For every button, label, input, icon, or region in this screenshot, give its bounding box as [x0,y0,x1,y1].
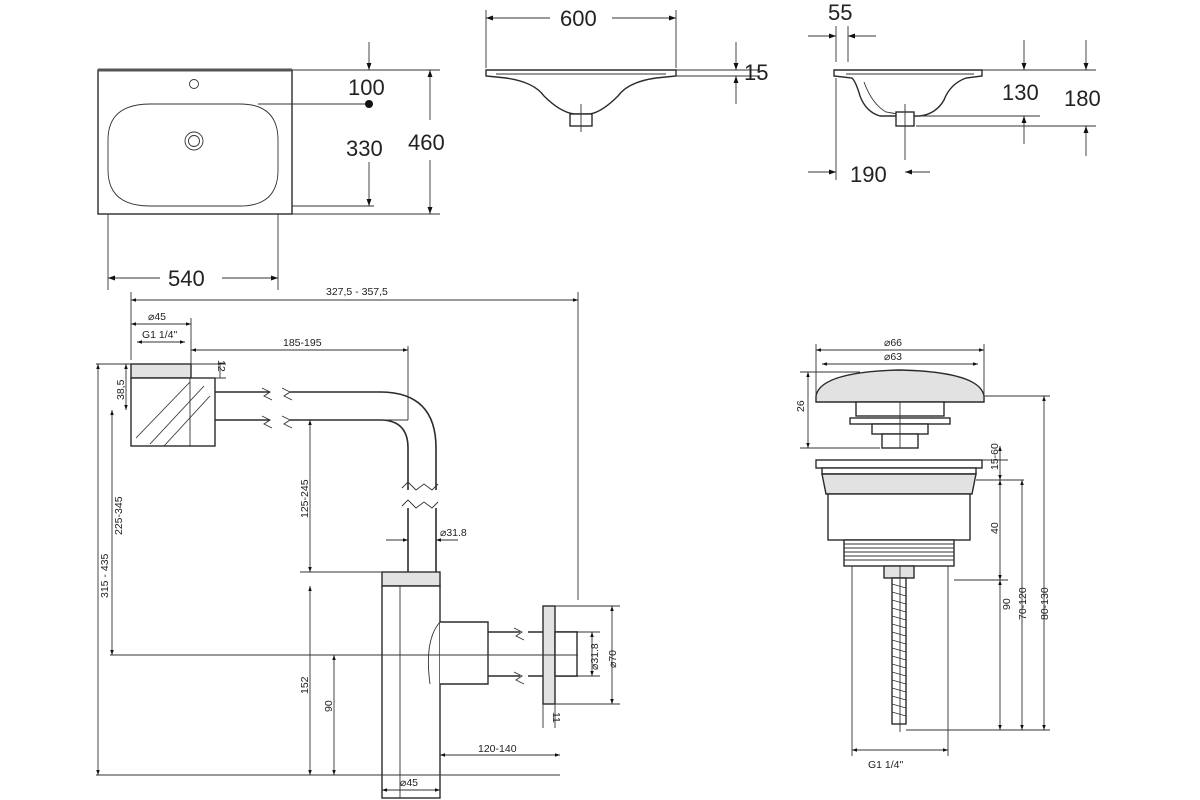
dim-height-b: 315 - 435 [99,553,111,598]
dim-drain-offset: 190 [850,162,887,187]
basin-side-profile [833,69,983,117]
dim-total-width: 327,5 - 357,5 [326,286,388,298]
valve-rod [891,577,907,725]
dim-body-dia: ⌀45 [400,777,418,789]
dim-valve-thread: G1 1/4" [868,759,904,771]
dim-trap-height: 152 [299,676,311,694]
dim-outlet-pipe-dia: ⌀31.8 [589,643,601,670]
dim-total-height: 180 [1064,86,1101,111]
dim-flange-range: 15-60 [989,443,1001,470]
dim-bowl-depth: 330 [346,136,383,161]
dim-range-b: 80-130 [1039,587,1051,620]
dim-flange-thickness: 11 [550,712,562,723]
dim-body-height: 90 [1001,598,1013,610]
basin-top-view: 100 330 460 540 [97,42,445,291]
dim-height-a: 225-345 [113,496,125,535]
dim-outlet-height: 90 [323,700,335,712]
dim-flange-dia: ⌀70 [607,650,619,668]
drain-hole [184,131,204,151]
dim-bowl-height: 130 [1002,80,1039,105]
dim-tap-offset: 100 [348,75,385,100]
tap-hole [189,79,199,89]
dim-width: 540 [168,266,205,291]
dim-cap-inner: ⌀63 [884,351,902,363]
siphon-drawing: 327,5 - 357,5 ⌀45 G1 1/4" 185-195 12 38,… [96,286,620,799]
basin-outline [97,69,293,215]
valve-body [827,493,971,541]
trap-body [381,585,441,799]
dim-length: 600 [560,6,597,31]
dim-inlet-dia: ⌀45 [148,311,166,323]
dim-pipe-dia: ⌀31.8 [440,527,467,539]
dim-range-a: 70-120 [1017,587,1029,620]
basin-side-view: 55 130 180 190 [808,0,1101,187]
dim-outlet-length: 120-140 [478,743,517,755]
valve-cap [815,369,985,403]
dim-thread-length: 40 [989,522,1001,534]
basin-front-view: 600 15 [485,6,768,132]
dim-rim: 15 [744,60,768,85]
siphon-cap [130,363,192,379]
trap-nut [381,571,441,587]
dim-vertical: 125-245 [299,479,311,518]
valve-drawing: ⌀66 ⌀63 26 15-60 40 90 70-120 80-130 G1 … [795,337,1051,771]
dim-rim-offset: 55 [828,0,852,25]
dim-cap-outer: ⌀66 [884,337,902,349]
valve-flange [815,459,983,469]
dim-thread: G1 1/4" [142,329,178,341]
dim-head: 38,5 [115,379,127,400]
dim-cap-height: 26 [795,400,807,412]
dim-total-depth: 460 [408,130,445,155]
dim-horizontal: 185-195 [283,337,322,349]
dim-cap: 12 [215,360,227,372]
basin-bowl [107,103,279,207]
